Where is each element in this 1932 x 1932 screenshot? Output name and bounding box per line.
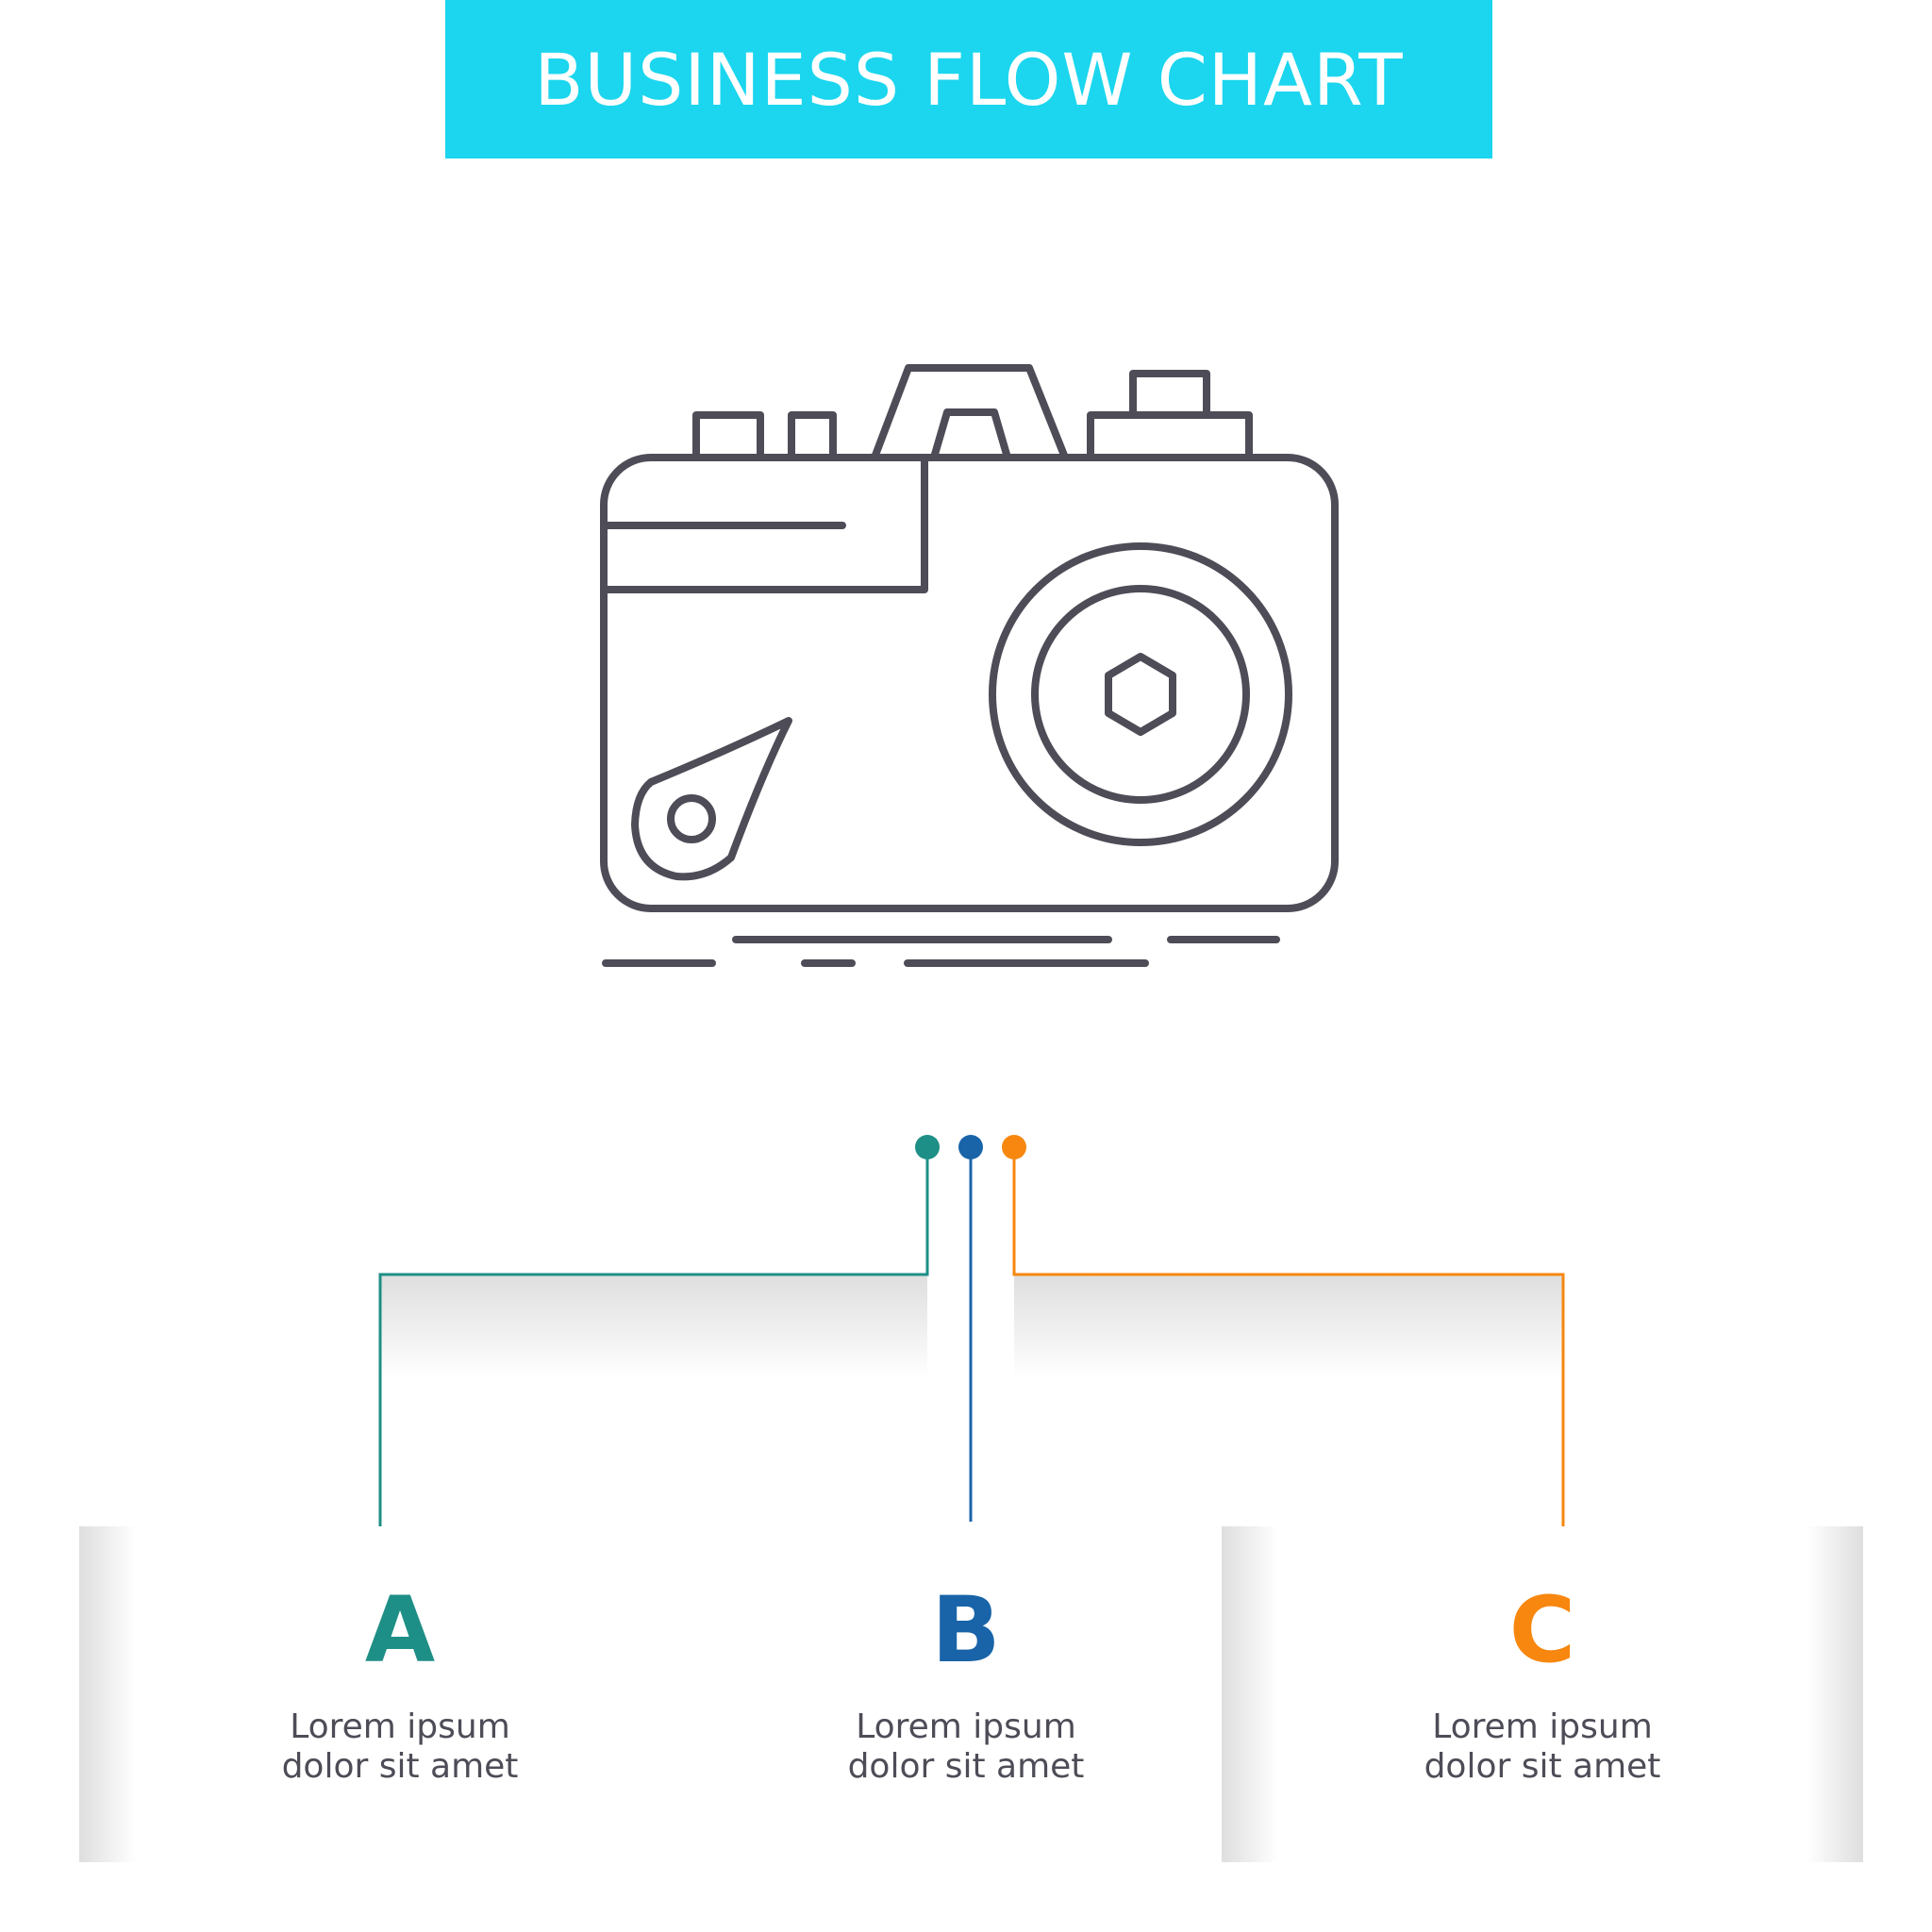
card-shade — [79, 1526, 136, 1862]
connector-shade-right — [1014, 1274, 1563, 1378]
step-letter-a: A — [364, 1577, 436, 1683]
connector-dot-a — [915, 1135, 940, 1159]
card-shade — [1807, 1526, 1863, 1862]
page-title: BUSINESS FLOW CHART — [534, 37, 1404, 122]
step-card-a: A Lorem ipsum dolor sit amet — [79, 1526, 721, 1862]
step-text-line: dolor sit amet — [281, 1747, 519, 1786]
step-text-line: Lorem ipsum — [856, 1707, 1076, 1746]
connector-line-c — [1012, 1147, 1565, 1542]
step-text-line: dolor sit amet — [847, 1747, 1085, 1786]
step-text-line: Lorem ipsum — [1432, 1707, 1653, 1746]
step-description-c: Lorem ipsum dolor sit amet — [1222, 1707, 1863, 1787]
step-description-b: Lorem ipsum dolor sit amet — [645, 1707, 1287, 1787]
camera-icon — [600, 364, 1339, 967]
connector-shade-left — [380, 1274, 927, 1378]
header-banner: BUSINESS FLOW CHART — [445, 0, 1492, 158]
connector-line-a — [378, 1147, 929, 1542]
step-letter-b: B — [931, 1577, 1001, 1683]
step-card-c: C Lorem ipsum dolor sit amet — [1222, 1526, 1863, 1862]
step-letter-c: C — [1508, 1577, 1576, 1683]
connector-dot-c — [1002, 1135, 1026, 1159]
step-text-line: dolor sit amet — [1424, 1747, 1661, 1786]
step-card-b: B Lorem ipsum dolor sit amet — [645, 1526, 1287, 1862]
step-text-line: Lorem ipsum — [290, 1707, 510, 1746]
card-shade — [1222, 1526, 1278, 1862]
step-description-a: Lorem ipsum dolor sit amet — [79, 1707, 721, 1787]
connector-dot-b — [958, 1135, 983, 1159]
